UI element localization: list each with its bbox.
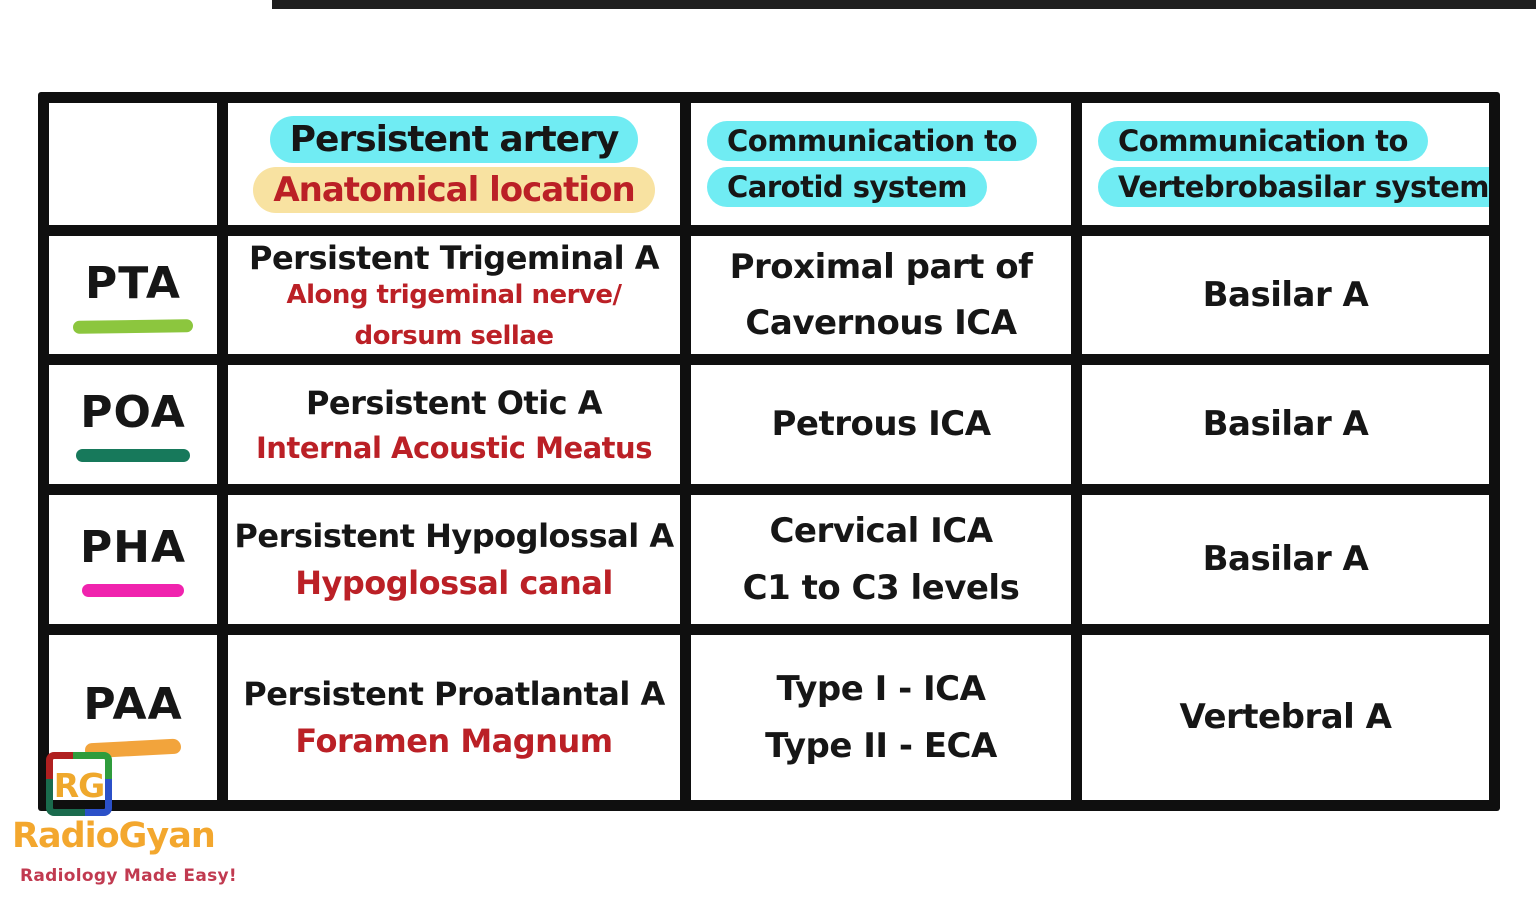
paa-carotid-line1: Type I - ICA bbox=[776, 669, 986, 710]
cell-artery-paa: Persistent Proatlantal A Foramen Magnum bbox=[228, 635, 680, 800]
header-location-highlight: Anatomical location bbox=[253, 166, 655, 213]
persistent-artery-table: Persistent artery Anatomical location Co… bbox=[38, 92, 1500, 811]
abbr-paa-label: PAA bbox=[83, 679, 183, 730]
pha-artery-name: Persistent Hypoglossal A bbox=[234, 517, 674, 556]
rg-monogram-icon: RG bbox=[46, 752, 112, 816]
abbr-pta-label: PTA bbox=[85, 257, 181, 309]
pta-underline-stroke bbox=[72, 318, 194, 334]
header-vertebro-line1: Communication to bbox=[1098, 121, 1428, 161]
cell-vertebro-pha: Basilar A bbox=[1082, 495, 1489, 624]
header-vertebro-line2: Vertebrobasilar system bbox=[1098, 167, 1489, 207]
poa-carotid-line1: Petrous ICA bbox=[771, 404, 991, 445]
header-carotid-line1: Communication to bbox=[707, 121, 1037, 161]
rg-frame-corner-top-right bbox=[73, 752, 112, 789]
abbr-pha-label: PHA bbox=[79, 522, 187, 573]
header-cell-vertebrobasilar: Communication to Vertebrobasilar system bbox=[1082, 103, 1489, 225]
pha-location-line1: Hypoglossal canal bbox=[295, 564, 613, 603]
cell-vertebro-poa: Basilar A bbox=[1082, 365, 1489, 484]
cell-carotid-poa: Petrous ICA bbox=[691, 365, 1071, 484]
radiogyan-wordmark: RadioGyan bbox=[12, 816, 216, 856]
paa-vertebro-value: Vertebral A bbox=[1179, 697, 1392, 738]
rg-frame-corner-bottom-left bbox=[46, 779, 85, 816]
poa-location-line1: Internal Acoustic Meatus bbox=[256, 431, 652, 466]
pha-carotid-line2: C1 to C3 levels bbox=[742, 567, 1020, 608]
pha-underline-stroke bbox=[82, 584, 184, 597]
cell-artery-pha: Persistent Hypoglossal A Hypoglossal can… bbox=[228, 495, 680, 624]
top-edge-bar bbox=[272, 0, 1536, 9]
pta-carotid-line2: Cavernous ICA bbox=[745, 303, 1017, 343]
poa-vertebro-value: Basilar A bbox=[1202, 404, 1369, 445]
pta-vertebro-value: Basilar A bbox=[1202, 274, 1369, 315]
pta-location-line2: dorsum sellae bbox=[354, 321, 554, 351]
pta-carotid-line1: Proximal part of bbox=[729, 246, 1033, 287]
pha-carotid-line1: Cervical ICA bbox=[769, 511, 993, 552]
header-carotid-line2: Carotid system bbox=[707, 167, 987, 207]
pta-location-line1: Along trigeminal nerve/ bbox=[286, 279, 622, 310]
cell-abbr-paa: PAA bbox=[49, 635, 217, 800]
pha-vertebro-value: Basilar A bbox=[1202, 539, 1369, 580]
header-cell-carotid: Communication to Carotid system bbox=[691, 103, 1071, 225]
paa-location-line1: Foramen Magnum bbox=[295, 722, 613, 761]
paa-carotid-line2: Type II - ECA bbox=[765, 725, 997, 766]
cell-carotid-pta: Proximal part of Cavernous ICA bbox=[691, 236, 1071, 354]
cell-artery-pta: Persistent Trigeminal A Along trigeminal… bbox=[228, 236, 680, 354]
pta-artery-name: Persistent Trigeminal A bbox=[249, 238, 659, 277]
poa-underline-stroke bbox=[76, 449, 190, 462]
radiogyan-tagline: Radiology Made Easy! bbox=[20, 866, 237, 886]
rg-frame-corner-top-left bbox=[46, 752, 85, 789]
cell-abbr-pha: PHA bbox=[49, 495, 217, 624]
cell-abbr-poa: POA bbox=[49, 365, 217, 484]
header-cell-empty bbox=[49, 103, 217, 225]
rg-monogram-text: RG bbox=[53, 766, 106, 805]
cell-artery-poa: Persistent Otic A Internal Acoustic Meat… bbox=[228, 365, 680, 484]
poa-artery-name: Persistent Otic A bbox=[305, 384, 603, 423]
header-cell-artery: Persistent artery Anatomical location bbox=[228, 103, 680, 225]
cell-carotid-paa: Type I - ICA Type II - ECA bbox=[691, 635, 1071, 800]
paa-artery-name: Persistent Proatlantal A bbox=[243, 675, 665, 714]
cell-abbr-pta: PTA bbox=[49, 236, 217, 354]
cell-carotid-pha: Cervical ICA C1 to C3 levels bbox=[691, 495, 1071, 624]
cell-vertebro-paa: Vertebral A bbox=[1082, 635, 1489, 800]
rg-frame-corner-bottom-right bbox=[73, 779, 112, 816]
cell-vertebro-pta: Basilar A bbox=[1082, 236, 1489, 354]
abbr-poa-label: POA bbox=[80, 387, 186, 438]
header-artery-highlight: Persistent artery bbox=[269, 115, 639, 163]
